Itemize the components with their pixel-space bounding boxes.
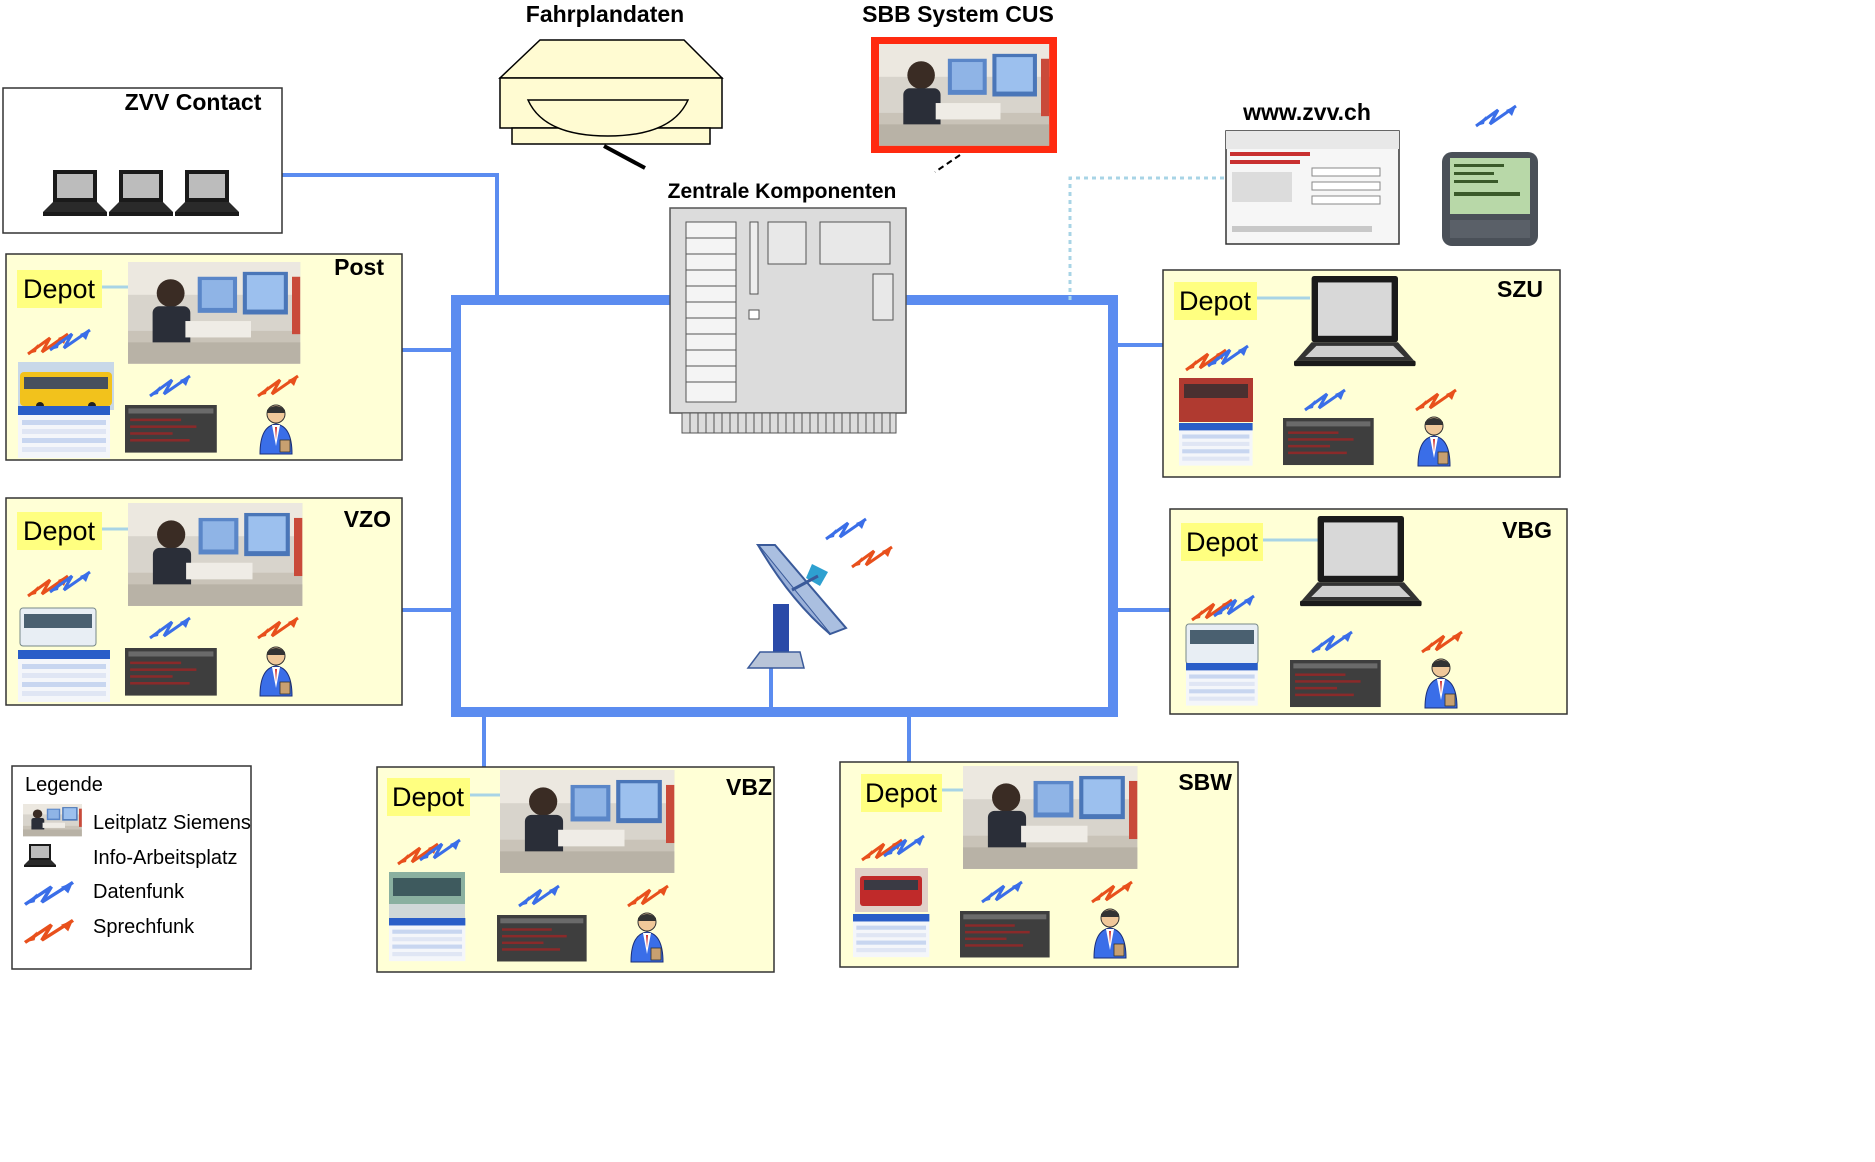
region-post: Post Depot — [5, 253, 403, 461]
vehicle-list-screen — [18, 650, 110, 702]
legend-item-label: Sprechfunk — [93, 916, 195, 938]
status-screen — [960, 911, 1050, 958]
data-radio-icon — [1474, 104, 1518, 128]
laptop-icon — [1300, 516, 1422, 607]
link-sbb-dashed — [934, 154, 961, 173]
central-components-node: Zentrale Komponenten — [668, 180, 907, 434]
web-screenshot — [1225, 130, 1400, 245]
depot-label: Depot — [865, 778, 938, 808]
depot-badge — [1174, 282, 1257, 320]
region-name: SZU — [1497, 276, 1543, 302]
legend: Legende Leitplatz Siemens Info-Arbeitspl… — [11, 765, 252, 970]
depot-label: Depot — [392, 782, 465, 812]
depot-badge — [17, 512, 102, 550]
legend-title: Legende — [25, 774, 103, 796]
control-room-photo — [963, 766, 1138, 869]
web-node: www.zvv.ch — [1225, 99, 1538, 246]
region-name: VZO — [344, 506, 391, 532]
tram-icon — [389, 872, 465, 918]
status-screen — [125, 648, 217, 696]
bus-icon — [19, 607, 97, 647]
sbb-control-room-photo — [879, 44, 1050, 146]
vehicle-list-screen — [1179, 423, 1253, 466]
control-room-photo — [500, 770, 675, 873]
status-screen — [125, 405, 217, 453]
region-vzo: VZO Depot — [5, 497, 403, 706]
web-label: www.zvv.ch — [1242, 99, 1371, 125]
depot-badge — [861, 774, 942, 812]
central-label: Zentrale Komponenten — [668, 180, 897, 203]
disk-drive-icon — [498, 39, 724, 145]
satellite-dish-icon — [746, 544, 848, 669]
region-name: Post — [334, 254, 384, 280]
mobile-phone-icon — [1442, 152, 1538, 246]
depot-badge — [387, 778, 470, 816]
timetable-label: Fahrplandaten — [526, 1, 684, 27]
status-screen — [497, 915, 587, 962]
legend-item-label: Leitplatz Siemens — [93, 812, 251, 834]
depot-badge — [17, 270, 102, 308]
region-szu: SZU Depot — [1162, 269, 1561, 478]
status-screen — [1290, 660, 1381, 708]
region-vbz: VBZ Depot — [376, 766, 775, 973]
timetable-data-node: Fahrplandaten — [498, 1, 724, 145]
depot-label: Depot — [23, 274, 96, 304]
depot-badge — [1181, 523, 1263, 561]
laptop-icon — [1294, 276, 1416, 367]
depot-label: Depot — [1186, 527, 1259, 557]
control-room-photo — [128, 503, 303, 606]
region-name: VBZ — [726, 774, 772, 800]
control-room-photo — [128, 262, 301, 364]
vehicle-list-screen — [389, 918, 466, 962]
bus-icon — [855, 868, 928, 912]
server-board-icon — [669, 207, 907, 434]
link-zvv-contact — [282, 173, 499, 300]
vehicle-list-screen — [1186, 663, 1258, 706]
region-name: VBG — [1502, 517, 1552, 543]
link-timetable — [603, 144, 646, 170]
zvv-contact-box: ZVV Contact — [2, 87, 283, 234]
control-room-photo — [23, 804, 82, 837]
region-vbg: VBG Depot — [1169, 508, 1568, 715]
link-web-dotted — [1068, 176, 1224, 300]
sbb-label: SBB System CUS — [862, 1, 1054, 27]
legend-item-label: Info-Arbeitsplatz — [93, 847, 238, 869]
data-radio-icon — [824, 517, 868, 541]
bus-icon — [1185, 623, 1259, 665]
legend-item-label: Datenfunk — [93, 881, 185, 903]
contact-label: ZVV Contact — [125, 89, 262, 115]
sbb-system-node: SBB System CUS — [862, 1, 1057, 153]
vehicle-list-screen — [853, 914, 930, 958]
depot-label: Depot — [23, 516, 96, 546]
status-screen — [1283, 418, 1374, 466]
region-name: SBW — [1178, 769, 1232, 795]
train-icon — [1179, 378, 1253, 422]
vehicle-list-screen — [18, 406, 110, 458]
depot-label: Depot — [1179, 286, 1252, 316]
voice-radio-icon — [850, 545, 894, 569]
bus-icon — [18, 362, 114, 410]
region-sbw: SBW Depot — [839, 761, 1239, 968]
